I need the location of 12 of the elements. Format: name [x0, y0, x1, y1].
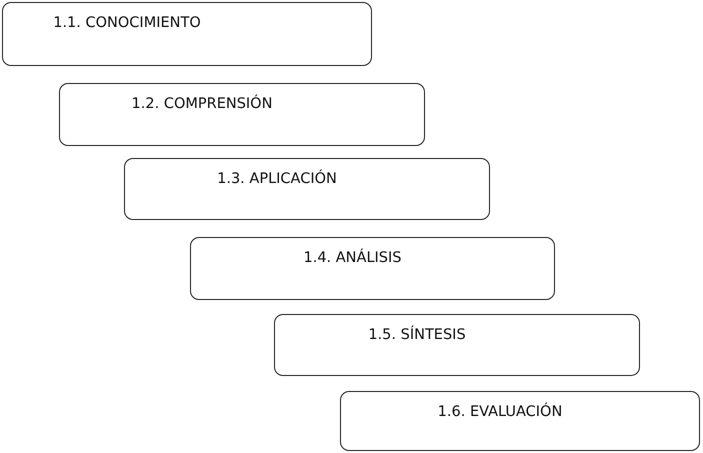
stage-label: 1.5. SÍNTESIS	[368, 327, 466, 343]
stage-label: 1.6. EVALUACIÓN	[438, 404, 562, 420]
stage-box	[59, 83, 425, 146]
stage-label: 1.1. CONOCIMIENTO	[53, 15, 201, 31]
stage-label: 1.2. COMPRENSIÓN	[132, 96, 272, 112]
stage-box	[190, 237, 555, 300]
stage-box	[2, 2, 372, 66]
stage-box	[340, 391, 700, 451]
stage-label: 1.4. ANÁLISIS	[303, 250, 402, 266]
stage-label: 1.3. APLICACIÓN	[217, 171, 337, 187]
stage-box	[274, 314, 640, 376]
stage-box	[124, 158, 490, 220]
